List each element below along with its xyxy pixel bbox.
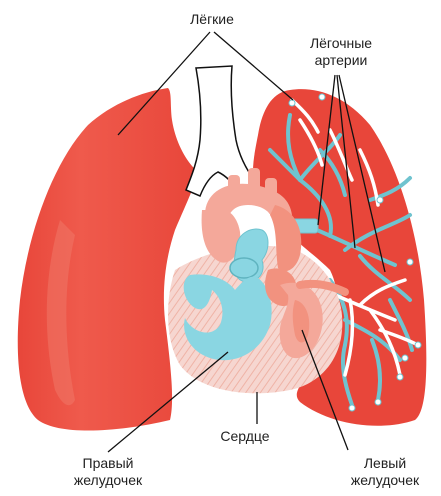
label-left-ventricle: Левый желудочек (330, 455, 440, 489)
label-lv-line1: Левый (330, 455, 440, 472)
label-lv-line2: желудочек (330, 472, 440, 489)
label-arteries-line1: Лёгочные (286, 35, 396, 52)
label-arteries-line2: артерии (286, 52, 396, 69)
label-rv-line2: желудочек (58, 472, 158, 489)
label-right-ventricle: Правый желудочек (58, 455, 158, 489)
left-lung (18, 88, 197, 431)
label-rv-line1: Правый (58, 455, 158, 472)
aortic-branch-3 (265, 178, 277, 196)
label-lungs: Лёгкие (172, 11, 252, 28)
trachea (186, 66, 258, 196)
ascending-aorta (202, 210, 241, 263)
pulmonary-valve (230, 258, 258, 278)
label-heart-text: Сердце (205, 428, 285, 445)
label-heart: Сердце (205, 428, 285, 445)
label-pulmonary-arteries: Лёгочные артерии (286, 35, 396, 69)
aortic-branch-2 (248, 168, 260, 190)
label-lungs-text: Лёгкие (172, 11, 252, 28)
aortic-branch-1 (228, 175, 240, 193)
